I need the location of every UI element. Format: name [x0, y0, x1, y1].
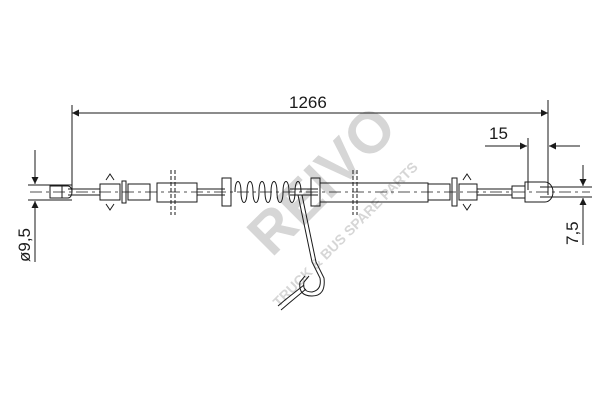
- left-diameter-dimension: [28, 150, 72, 262]
- brake-cable: [30, 170, 590, 311]
- end-offset-label: 15: [489, 124, 508, 143]
- watermark-brand: REIVO: [235, 94, 409, 268]
- end-offset-dimension: [485, 138, 580, 190]
- overall-length-dimension: [71, 100, 549, 195]
- right-end-cap: [524, 181, 554, 203]
- left-nipple: [49, 185, 63, 199]
- left-collar: [221, 177, 232, 207]
- spring: [234, 181, 302, 203]
- right-height-label: 7,5: [563, 221, 582, 245]
- left-sleeve: [156, 182, 198, 203]
- left-fitting: [99, 173, 151, 211]
- right-fitting: [427, 173, 478, 211]
- hook-wire: [277, 194, 325, 311]
- left-diameter-label: ø9,5: [15, 228, 34, 262]
- right-height-dimension: [540, 165, 592, 245]
- overall-length-label: 1266: [289, 93, 327, 112]
